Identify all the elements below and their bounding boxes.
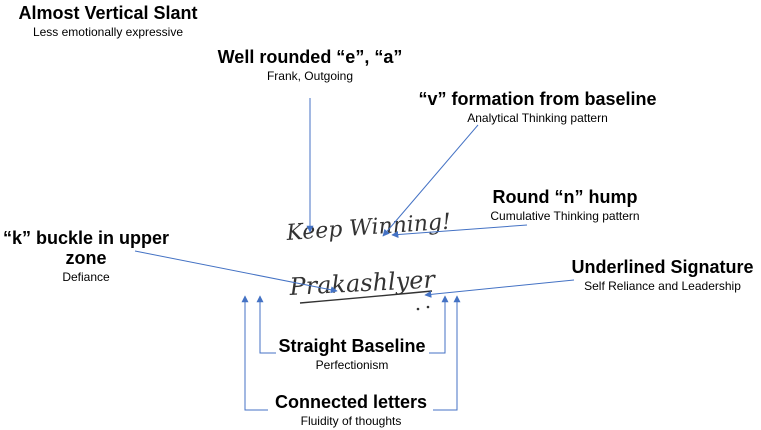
annotation-k-buckle: “k” buckle in upper zone Defiance: [0, 228, 172, 284]
annotation-subtitle: Less emotionally expressive: [32, 24, 184, 39]
arrow-underlined: [424, 279, 575, 298]
annotation-title: Underlined Signature: [571, 257, 754, 277]
annotation-title: “k” buckle in upper zone: [2, 228, 170, 268]
arrow-connected-right: [433, 295, 461, 411]
annotation-title: Round “n” hump: [492, 187, 638, 207]
annotation-underlined: Underlined Signature Self Reliance and L…: [565, 257, 760, 293]
annotation-subtitle: Defiance: [62, 269, 110, 284]
arrow-n-hump: [391, 224, 528, 239]
arrow-baseline-right: [429, 295, 449, 354]
signature-dot: [426, 305, 430, 309]
handwriting-sample: Keep Winning! Prakashlyer: [285, 210, 452, 311]
annotation-title: Straight Baseline: [278, 336, 426, 356]
annotation-rounded: Well rounded “e”, “a” Frank, Outgoing: [200, 47, 420, 83]
annotation-subtitle: Cumulative Thinking pattern: [490, 208, 640, 223]
arrow-v-formation: [382, 124, 479, 237]
signature-underline: [299, 290, 433, 304]
annotation-subtitle: Self Reliance and Leadership: [584, 278, 741, 293]
arrow-baseline-left: [256, 295, 276, 354]
annotation-n-hump: Round “n” hump Cumulative Thinking patte…: [470, 187, 660, 223]
annotation-title: “v” formation from baseline: [418, 89, 657, 109]
arrow-k-buckle: [134, 250, 338, 294]
signature: Prakashlyer: [288, 265, 437, 301]
annotation-connected: Connected letters Fluidity of thoughts: [265, 392, 437, 428]
annotation-subtitle: Perfectionism: [315, 357, 389, 372]
annotation-title: Connected letters: [274, 392, 428, 412]
annotation-title: Almost Vertical Slant: [18, 3, 198, 23]
annotation-subtitle: Fluidity of thoughts: [300, 413, 402, 428]
annotation-title: Well rounded “e”, “a”: [217, 47, 403, 67]
annotation-baseline: Straight Baseline Perfectionism: [272, 336, 432, 372]
annotation-arrows: [134, 98, 575, 411]
annotation-v-formation: “v” formation from baseline Analytical T…: [400, 89, 675, 125]
annotation-slant: Almost Vertical Slant Less emotionally e…: [8, 3, 208, 39]
signature-dot: [416, 307, 420, 311]
annotation-subtitle: Frank, Outgoing: [266, 68, 354, 83]
annotation-subtitle: Analytical Thinking pattern: [467, 110, 608, 125]
arrow-connected-left: [241, 295, 268, 411]
